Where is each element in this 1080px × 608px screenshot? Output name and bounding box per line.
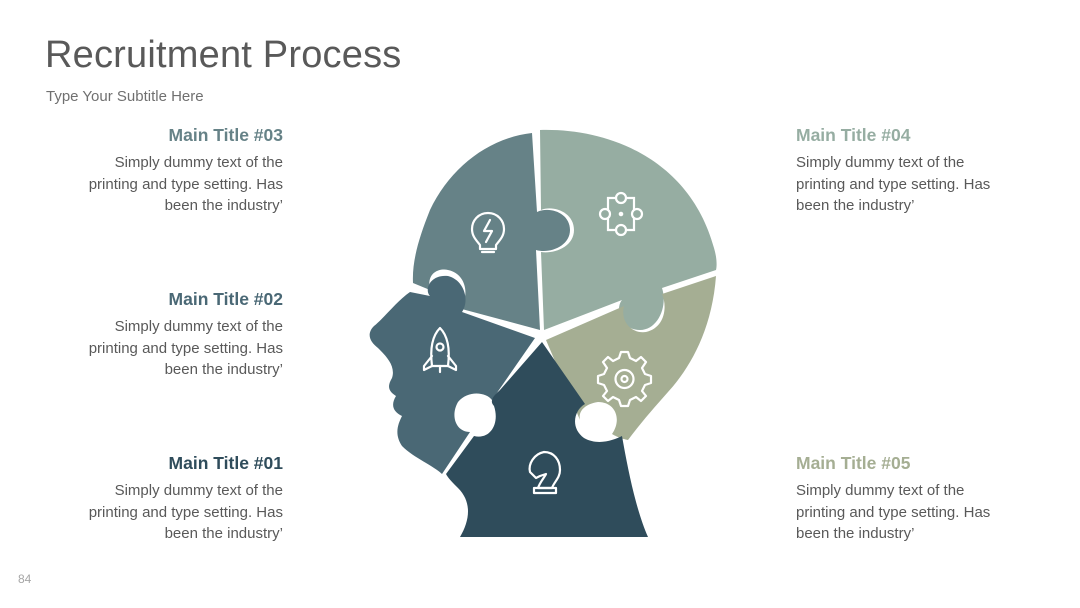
step-description-line: printing and type setting. Has — [88, 175, 283, 193]
step-description-line: been the industry’ — [164, 197, 283, 214]
step-description-line: printing and type setting. Has — [796, 503, 991, 521]
step-description-line: printing and type setting. Has — [88, 503, 283, 521]
step-description-03: Simply dummy text of the printing and ty… — [43, 152, 283, 217]
step-block-02: Main Title #02 Simply dummy text of the … — [43, 289, 283, 381]
step-description-line: Simply dummy text of the — [796, 482, 965, 499]
step-block-05: Main Title #05 Simply dummy text of the … — [796, 453, 1036, 545]
step-description-04: Simply dummy text of the printing and ty… — [796, 152, 1036, 217]
puzzle-piece-05 — [546, 276, 716, 440]
page-number: 84 — [18, 572, 32, 586]
step-description-line: Simply dummy text of the — [114, 154, 283, 171]
step-description-line: been the industry’ — [796, 197, 915, 214]
step-block-04: Main Title #04 Simply dummy text of the … — [796, 125, 1036, 217]
slide-title: Recruitment Process — [45, 34, 402, 76]
step-block-01: Main Title #01 Simply dummy text of the … — [43, 453, 283, 545]
step-block-03: Main Title #03 Simply dummy text of the … — [43, 125, 283, 217]
step-description-05: Simply dummy text of the printing and ty… — [796, 480, 1036, 545]
chess-knight-icon — [528, 450, 562, 495]
puzzle-piece-04 — [540, 129, 717, 330]
step-description-line: been the industry’ — [164, 361, 283, 378]
step-description-line: Simply dummy text of the — [796, 154, 965, 171]
lightbulb-icon — [470, 211, 506, 254]
step-description-01: Simply dummy text of the printing and ty… — [43, 480, 283, 545]
puzzle-piece-03 — [412, 133, 570, 330]
step-description-line: Simply dummy text of the — [114, 482, 283, 499]
step-description-02: Simply dummy text of the printing and ty… — [43, 316, 283, 381]
step-title-05: Main Title #05 — [796, 453, 911, 473]
slide-subtitle: Type Your Subtitle Here — [46, 88, 204, 105]
step-description-line: been the industry’ — [796, 525, 915, 542]
step-description-line: been the industry’ — [164, 525, 283, 542]
step-title-02: Main Title #02 — [168, 289, 283, 309]
rocket-icon — [422, 326, 458, 374]
step-title-04: Main Title #04 — [796, 125, 911, 145]
step-title-03: Main Title #03 — [168, 125, 283, 145]
gear-icon — [596, 350, 653, 408]
puzzle-piece-02 — [369, 275, 535, 474]
puzzle-piece-01 — [446, 342, 648, 537]
process-nodes-icon — [598, 191, 644, 237]
step-title-01: Main Title #01 — [168, 453, 283, 473]
step-description-line: printing and type setting. Has — [796, 175, 991, 193]
step-description-line: Simply dummy text of the — [114, 318, 283, 335]
step-description-line: printing and type setting. Has — [88, 339, 283, 357]
